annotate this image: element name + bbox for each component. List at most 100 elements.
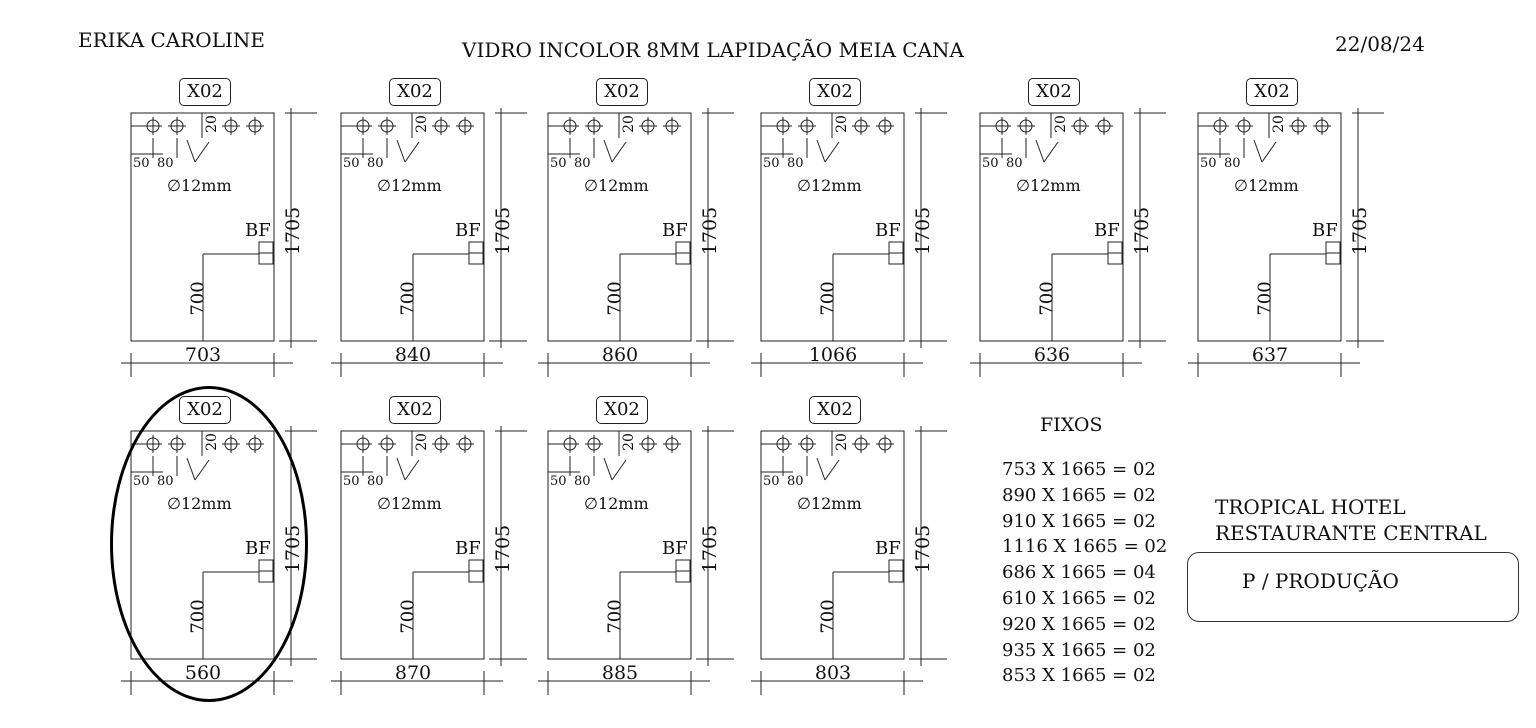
panel-drawing [751,426,947,695]
hole-diameter-label: ∅12mm [797,494,862,513]
offset-label-80: 80 [787,156,804,171]
panel-width-label: 840 [394,344,432,366]
drawing-date: 22/08/24 [1335,32,1425,56]
bf-tag-label: BF [875,538,901,559]
panel-quantity: X02 [809,396,861,424]
panel-drawing [331,108,527,377]
edge-offset-label: 20 [833,115,850,133]
panel-drawing [970,108,1166,377]
offset-label-80: 80 [574,156,591,171]
hole-diameter-label: ∅12mm [377,176,442,195]
bf-tag-label: BF [875,220,901,241]
edge-offset-label: 20 [620,115,637,133]
panel-width-label: 636 [1033,344,1071,366]
offset-label-80: 80 [574,474,591,489]
panel-drawing [331,426,527,695]
offset-label-80: 80 [367,156,384,171]
edge-offset-label: 20 [1270,115,1287,133]
fixo-item: 753 X 1665 = 02 [1002,459,1156,480]
edge-offset-label: 20 [413,433,430,451]
panel-height-label: 1705 [1349,206,1372,256]
panel-height-label: 1705 [912,524,935,574]
panel-quantity: X02 [179,78,231,106]
panel-quantity: X02 [809,78,861,106]
edge-offset-label: 20 [620,433,637,451]
panel-quantity: X02 [596,396,648,424]
handle-height-label: 700 [817,281,839,316]
offset-label-50: 50 [982,156,999,171]
client-name: ERIKA CAROLINE [78,28,265,52]
offset-label-50: 50 [343,156,360,171]
panel-height-label: 1705 [492,206,515,256]
handle-height-label: 700 [1036,281,1058,316]
project-name: TROPICAL HOTEL RESTAURANTE CENTRAL [1215,494,1487,546]
fixos-title: FIXOS [1040,414,1103,436]
panel-width-label: 870 [394,662,432,684]
fixo-item: 890 X 1665 = 02 [1002,484,1156,506]
panel-drawing [1188,108,1384,377]
edge-offset-label: 20 [1052,115,1069,133]
edge-offset-label: 20 [833,433,850,451]
project-line-1: TROPICAL HOTEL [1215,495,1406,519]
hole-diameter-label: ∅12mm [167,176,232,195]
production-box: P / PRODUÇÃO [1187,552,1519,622]
panel-height-label: 1705 [492,524,515,574]
fixo-item: 686 X 1665 = 04 [1002,562,1156,584]
offset-label-50: 50 [343,474,360,489]
panel-width-label: 885 [601,662,639,684]
fixo-item: 920 X 1665 = 02 [1002,613,1156,635]
panel-quantity: X02 [1028,78,1080,106]
panel-height-label: 1705 [1131,206,1154,256]
handle-height-label: 700 [604,281,626,316]
panel-quantity: X02 [1246,78,1298,106]
hole-diameter-label: ∅12mm [584,176,649,195]
offset-label-50: 50 [550,474,567,489]
panel-width-label: 860 [601,344,639,366]
panel-quantity: X02 [389,396,441,424]
panel-width-label: 803 [814,662,852,684]
hole-diameter-label: ∅12mm [1016,176,1081,195]
bf-tag-label: BF [245,220,271,241]
hole-diameter-label: ∅12mm [377,494,442,513]
highlight-circle [110,386,308,702]
panel-height-label: 1705 [699,206,722,256]
bf-tag-label: BF [1312,220,1338,241]
fixo-item: 1116 X 1665 = 02 [1002,536,1168,558]
offset-label-80: 80 [157,156,174,171]
panel-quantity: X02 [389,78,441,106]
project-line-2: RESTAURANTE CENTRAL [1215,521,1487,545]
handle-height-label: 700 [187,281,209,316]
panel-drawing [538,426,734,695]
hole-diameter-label: ∅12mm [1234,176,1299,195]
bf-tag-label: BF [1094,220,1120,241]
hole-diameter-label: ∅12mm [584,494,649,513]
fixo-item: 610 X 1665 = 02 [1002,587,1156,609]
fixo-item: 910 X 1665 = 02 [1002,510,1156,532]
offset-label-50: 50 [763,156,780,171]
production-label: P / PRODUÇÃO [1242,569,1399,593]
handle-height-label: 700 [1254,281,1276,316]
panel-height-label: 1705 [699,524,722,574]
bf-tag-label: BF [455,538,481,559]
offset-label-50: 50 [133,156,150,171]
edge-offset-label: 20 [413,115,430,133]
panel-drawing [751,108,947,377]
offset-label-50: 50 [1200,156,1217,171]
drawing-title: VIDRO INCOLOR 8MM LAPIDAÇÃO MEIA CANA [462,38,964,62]
panel-width-label: 703 [184,344,222,366]
handle-height-label: 700 [397,281,419,316]
offset-label-80: 80 [1224,156,1241,171]
panel-quantity: X02 [596,78,648,106]
offset-label-80: 80 [1006,156,1023,171]
panel-width-label: 1066 [808,344,858,366]
offset-label-80: 80 [787,474,804,489]
fixo-item: 935 X 1665 = 02 [1002,639,1156,661]
handle-height-label: 700 [397,599,419,634]
panel-drawing [538,108,734,377]
panel-height-label: 1705 [282,206,305,256]
